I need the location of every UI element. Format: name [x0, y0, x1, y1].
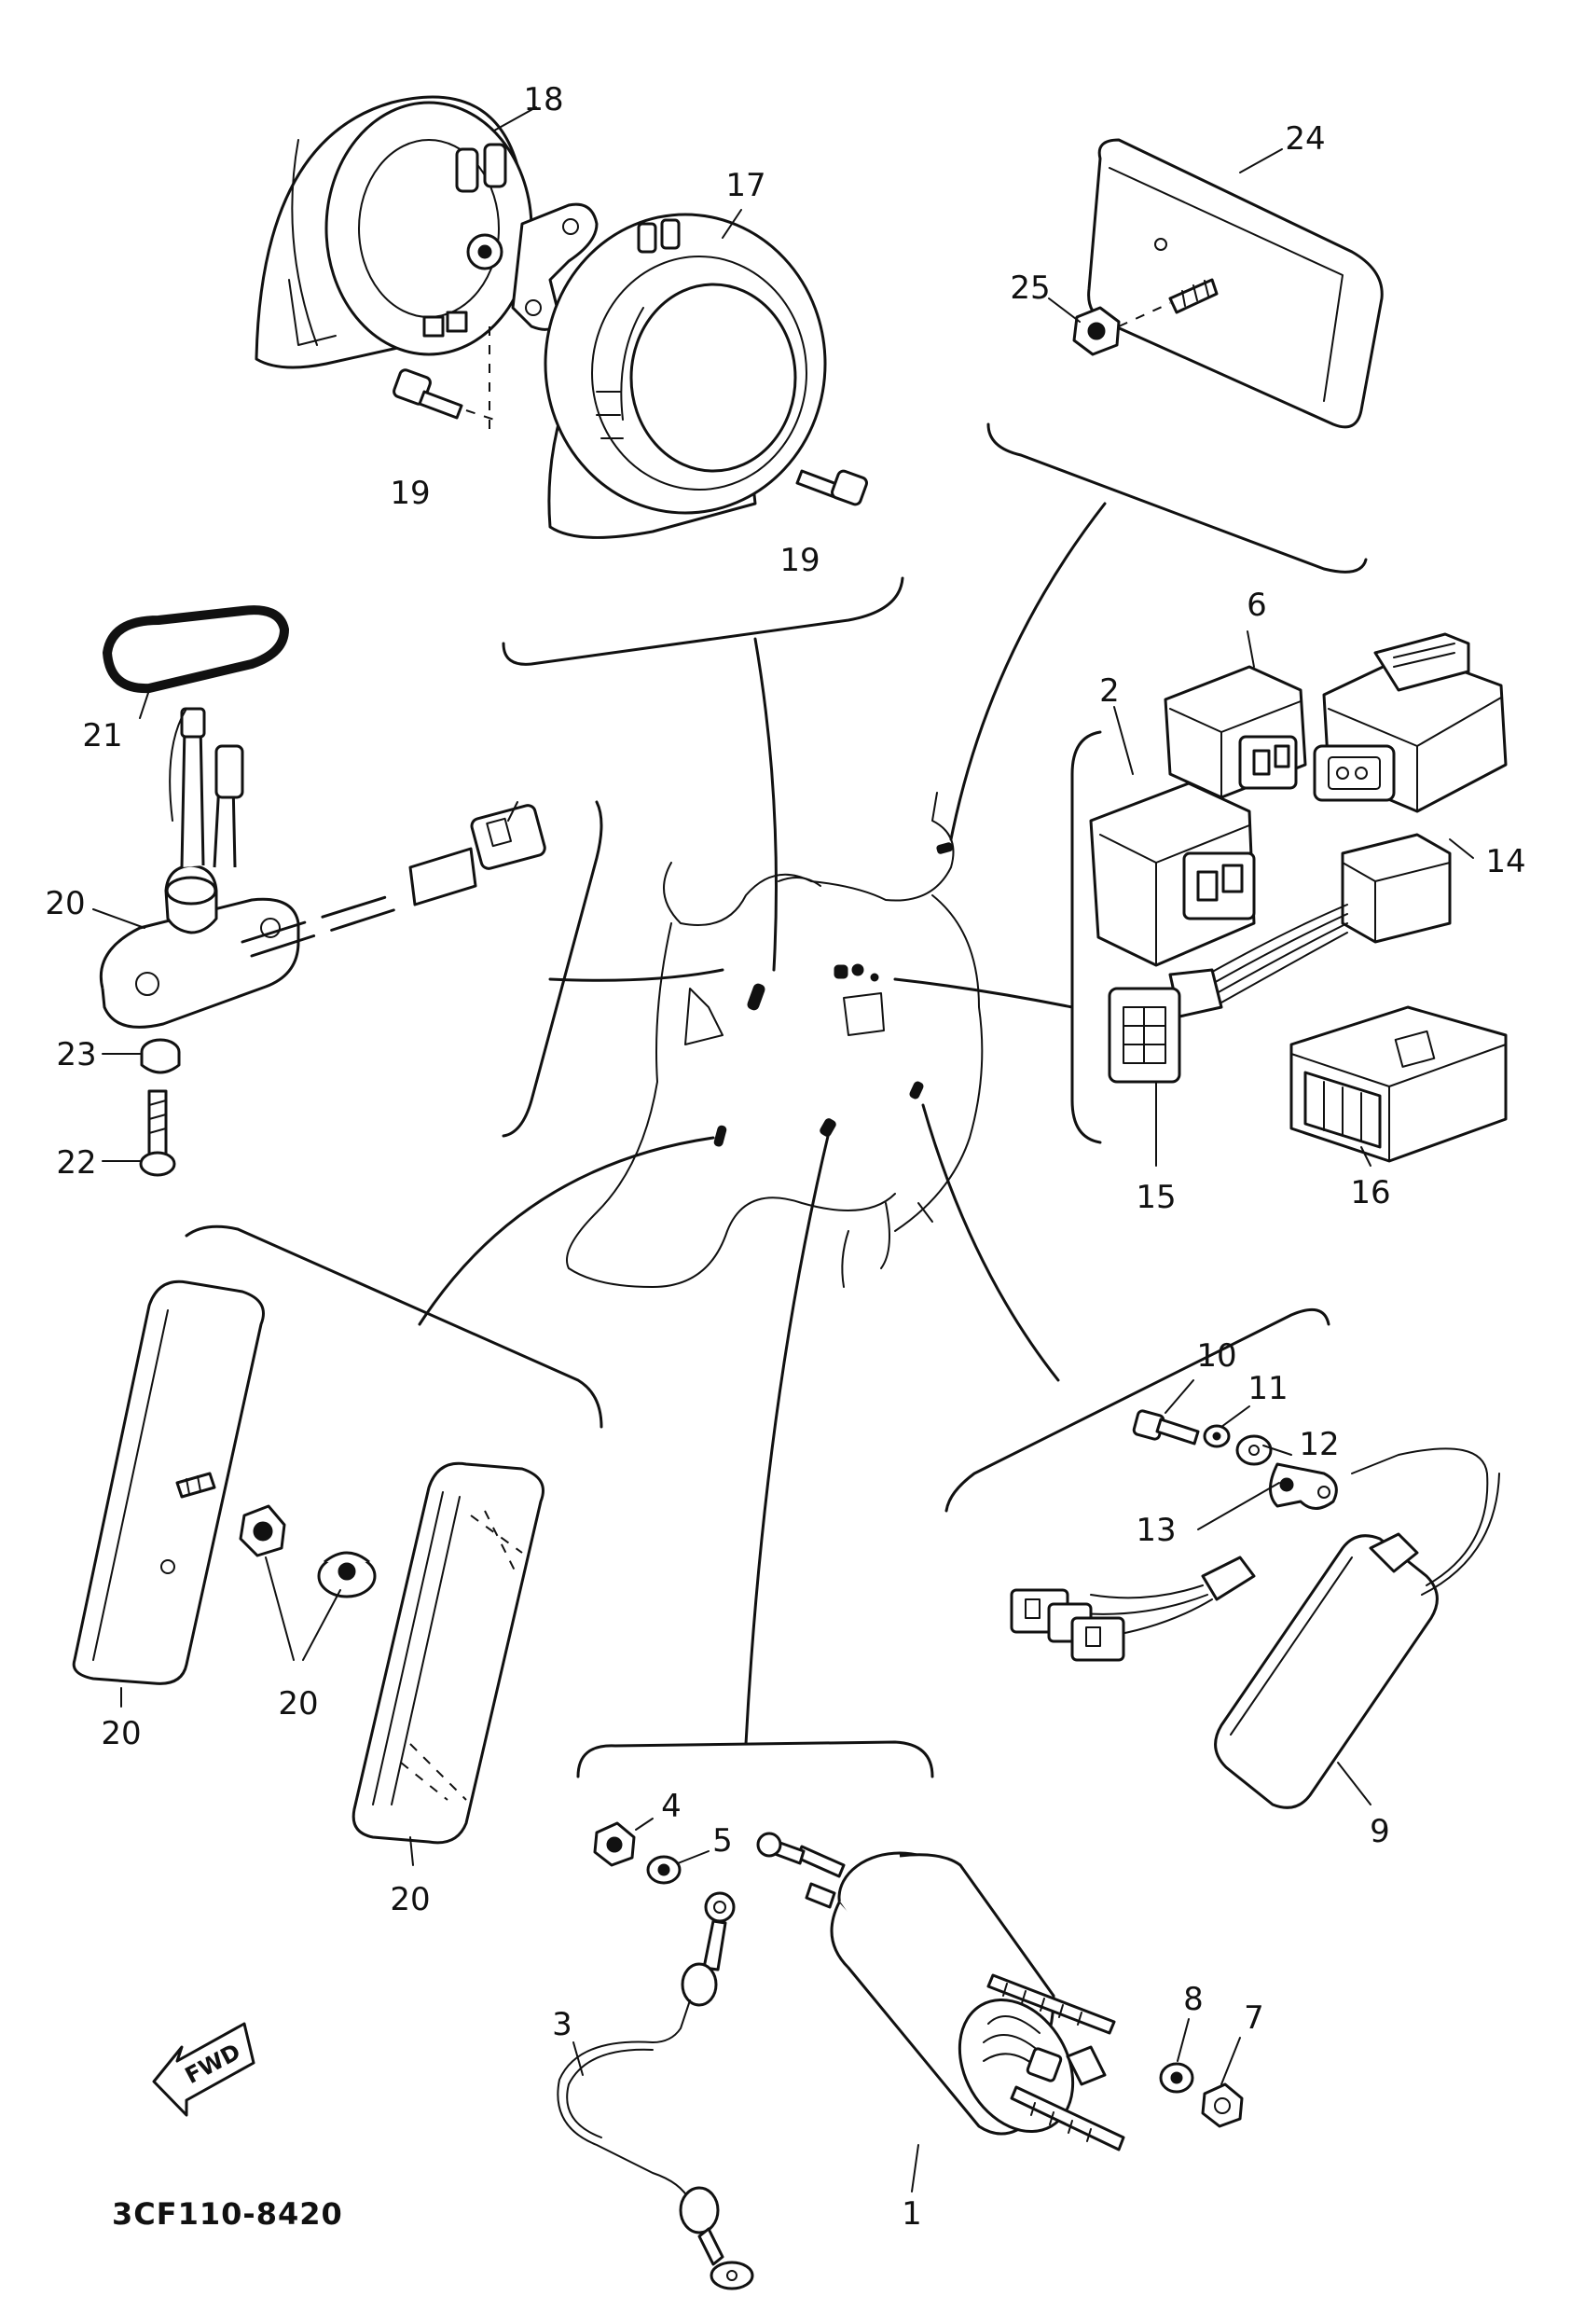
callout: 21	[82, 717, 122, 754]
starter-relay-1	[756, 1832, 1125, 2151]
callout: 18	[523, 81, 563, 118]
unit-14	[1313, 632, 1508, 813]
reflector-20-left	[72, 1280, 265, 1685]
fuel-sender-22	[99, 707, 546, 1029]
callout: 25	[1010, 270, 1050, 307]
reflector-26	[1087, 138, 1384, 429]
callout: 1	[902, 2195, 922, 2233]
group-brackets	[185, 422, 1368, 1778]
callout: 4	[661, 1788, 682, 1825]
horn-18	[255, 95, 599, 369]
screw-24	[139, 1089, 176, 1177]
washer-12	[1235, 1434, 1273, 1466]
callout: 19	[779, 542, 820, 579]
callout-numbers: 18 17 24 25 19 19 6 2 14 21 20 23 22 15 …	[45, 81, 1525, 2233]
reflector-20-right	[351, 1461, 544, 1845]
nut-7	[1201, 2082, 1244, 2128]
nut-27	[1072, 302, 1171, 356]
bolt-10	[1132, 1409, 1200, 1446]
callout: 11	[1247, 1370, 1288, 1407]
bolt-19-right	[795, 469, 868, 506]
bracket-13	[1269, 1462, 1338, 1510]
washer-5	[646, 1855, 682, 1885]
nut-21-a	[239, 1504, 286, 1557]
callout: 5	[712, 1822, 733, 1860]
callout: 13	[1136, 1512, 1176, 1549]
frame-locator-marks	[713, 842, 953, 1147]
callout: 24	[1285, 120, 1325, 158]
diagram-code: 3CF110-8420	[112, 2196, 343, 2232]
rectifier-9	[1010, 1447, 1500, 1809]
callout: 20	[278, 1685, 318, 1722]
connector-15	[1108, 833, 1452, 1084]
callout: 19	[390, 475, 430, 512]
collar-25	[140, 1038, 181, 1074]
bolt-19-left	[393, 326, 495, 434]
callout: 9	[1370, 1813, 1390, 1850]
callout: 20	[101, 1715, 141, 1752]
callout: 7	[1244, 1999, 1264, 2037]
callout: 16	[1350, 1174, 1390, 1211]
relay-6	[1164, 665, 1307, 799]
callout: 14	[1485, 843, 1525, 880]
relay-2	[1089, 782, 1256, 967]
nut-21-b	[317, 1551, 377, 1598]
callout: 2	[1099, 672, 1120, 710]
lead-wire-3	[557, 1891, 754, 2290]
callout: 20	[390, 1881, 430, 1918]
gasket-23	[103, 605, 289, 694]
callout-numbers-extra: 19 20 20	[278, 1685, 430, 1918]
callout: 6	[1247, 587, 1267, 624]
callout: 12	[1299, 1426, 1339, 1463]
nut-4	[593, 1821, 636, 1867]
callout: 17	[725, 167, 765, 204]
callout: 15	[1136, 1179, 1176, 1216]
fwd-arrow-icon: FWD	[152, 2022, 255, 2117]
frame-outline	[566, 792, 984, 1288]
callout: 23	[56, 1036, 96, 1073]
washer-8	[1159, 2062, 1194, 2094]
connector-16	[1289, 1005, 1508, 1163]
horn-17	[544, 213, 827, 539]
callout: 8	[1183, 1981, 1204, 2018]
callout: 20	[45, 885, 85, 922]
washer-11	[1203, 1424, 1231, 1448]
callout: 10	[1196, 1337, 1236, 1375]
callout: 3	[552, 2006, 572, 2043]
callout: 22	[56, 1144, 96, 1182]
